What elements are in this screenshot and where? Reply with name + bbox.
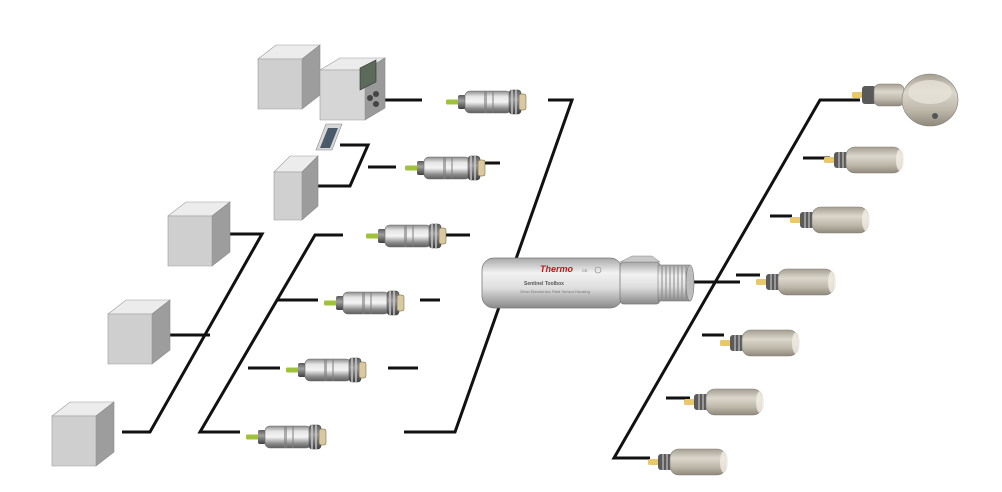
- connector-6: [245, 424, 327, 450]
- instrument-box-tablet: [273, 123, 343, 221]
- controller-unit: [318, 57, 387, 121]
- sensor-6: [647, 448, 729, 476]
- connector-5: [285, 357, 367, 383]
- instrument-box-left-3: [51, 401, 115, 467]
- sensor-1: [823, 146, 905, 174]
- sensor-3: [755, 268, 837, 296]
- instrument-box-top: [257, 44, 321, 110]
- probe-brand: Thermo: [540, 264, 574, 274]
- connector-2: [404, 155, 486, 181]
- connector-3: [365, 223, 447, 249]
- probe-thread: [657, 264, 695, 302]
- probe-fine-print: Orion Electronics Field Sensor Housing: [520, 289, 590, 294]
- right-bus-lines: [611, 98, 860, 460]
- sensor-5: [683, 388, 765, 416]
- probe-model-text: Sentinel Toolbox: [524, 281, 564, 287]
- sensor-2: [789, 206, 871, 234]
- instrument-box-left-1: [167, 201, 231, 267]
- probe-seal-icon: [594, 266, 602, 274]
- probe-housing: Thermo CE Sentinel Toolbox Orion Electro…: [481, 255, 695, 309]
- probe-ce-mark: CE: [582, 268, 588, 273]
- sensor-elbow: [852, 73, 959, 127]
- connector-1: [445, 89, 527, 115]
- connector-4: [323, 290, 405, 316]
- instrument-box-left-2: [107, 299, 171, 365]
- sensor-4: [719, 329, 801, 357]
